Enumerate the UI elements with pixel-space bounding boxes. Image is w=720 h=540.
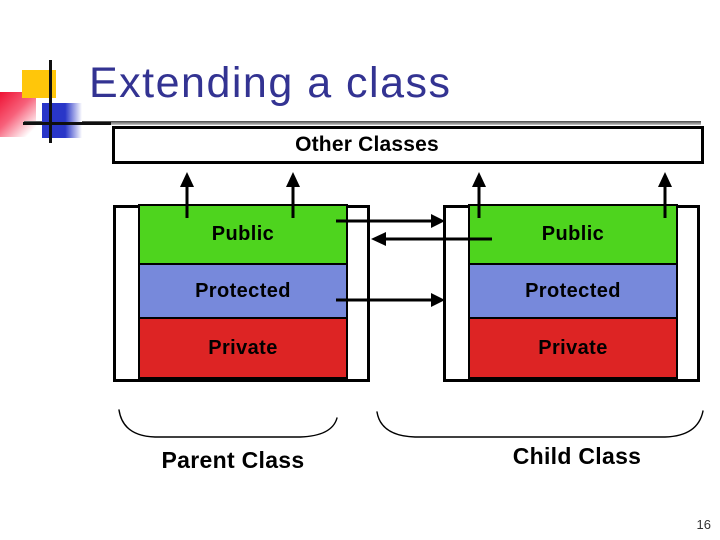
child-public-section: Public xyxy=(468,204,678,265)
other-classes-box: Other Classes xyxy=(112,126,704,164)
parent-private-label: Private xyxy=(208,336,278,359)
child-class-stack: Public Protected Private xyxy=(468,204,678,379)
parent-protected-label: Protected xyxy=(195,279,291,302)
logo-blue-square xyxy=(42,103,82,138)
child-private-label: Private xyxy=(538,336,608,359)
child-protected-label: Protected xyxy=(525,279,621,302)
parent-private-section: Private xyxy=(138,317,348,379)
logo-red-square xyxy=(0,92,36,137)
parent-class-stack: Public Protected Private xyxy=(138,204,348,379)
logo-vertical-line xyxy=(49,60,52,143)
page-number: 16 xyxy=(696,517,711,532)
slide-title: Extending a class xyxy=(89,59,452,107)
logo-horizontal-line xyxy=(23,122,111,125)
parent-public-label: Public xyxy=(211,223,275,245)
title-underline xyxy=(24,121,701,125)
other-classes-label: Other Classes xyxy=(295,133,439,156)
child-private-section: Private xyxy=(468,317,678,379)
child-protected-section: Protected xyxy=(468,263,678,319)
parent-class-caption: Parent Class xyxy=(161,447,305,473)
child-public-label: Public xyxy=(541,223,605,245)
child-class-caption: Child Class xyxy=(512,443,642,469)
parent-brace xyxy=(118,409,338,438)
parent-public-section: Public xyxy=(138,204,348,265)
parent-protected-section: Protected xyxy=(138,263,348,319)
child-brace xyxy=(376,410,704,438)
